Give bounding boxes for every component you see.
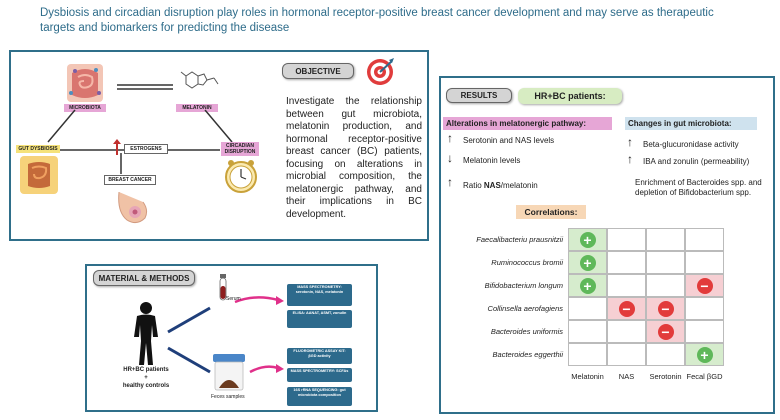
microbiota-image <box>66 63 104 103</box>
correlation-column-label: Melatonin <box>571 372 604 381</box>
serum-label: Serum <box>226 296 241 302</box>
gut-dysbiosis-label: GUT DYSBIOSIS <box>16 145 60 153</box>
correlation-cell <box>646 228 685 251</box>
correlation-cell <box>646 251 685 274</box>
microbiota-label: MICROBIOTA <box>64 104 106 112</box>
breast-cancer-label: BREAST CANCER <box>104 175 156 185</box>
correlation-row-label: Collinsella aerofagiens <box>487 304 563 313</box>
correlation-cell <box>607 251 646 274</box>
method-box-3: FLUOROMETRIC ASSAY KIT: βGD activity <box>287 348 352 364</box>
correlation-cell <box>646 274 685 297</box>
correlation-cell <box>607 343 646 366</box>
objective-text: Investigate the relationship between gut… <box>286 96 422 220</box>
correlation-cell <box>685 320 724 343</box>
correlation-cell <box>685 297 724 320</box>
correlation-cell <box>607 274 646 297</box>
melatonergic-item: Melatonin levels <box>463 156 521 165</box>
positive-correlation-icon: + <box>579 254 596 271</box>
positive-correlation-icon: + <box>579 231 596 248</box>
correlation-cell <box>685 228 724 251</box>
person-icon <box>126 301 166 366</box>
correlation-column-label: Fecal βGD <box>686 372 723 381</box>
positive-correlation-icon: + <box>696 346 713 363</box>
microbiota-item: IBA and zonulin (permeability) <box>643 157 750 166</box>
melatonin-label: MELATONIN <box>176 104 218 112</box>
clock-icon <box>222 157 260 195</box>
correlation-row-label: Bifidobacterium longum <box>484 281 563 290</box>
positive-correlation-icon: + <box>579 277 596 294</box>
correlation-cell <box>568 343 607 366</box>
patients-text: HR+BC patients <box>123 367 169 373</box>
correlations-title: Correlations: <box>516 205 586 219</box>
plus-sign: + <box>144 375 148 381</box>
negative-correlation-icon: − <box>657 323 674 340</box>
melatonergic-item: Ratio NAS/melatonin <box>463 181 538 190</box>
method-box-4: MASS SPECTROMETRY: SCFAs <box>287 368 352 382</box>
negative-correlation-icon: − <box>657 300 674 317</box>
estrogens-label: ESTROGENS <box>124 144 168 154</box>
down-arrow-icon: ↓ <box>447 151 453 165</box>
method-box-1: MASS SPECTROMETRY: serotonin, NAS, melat… <box>287 284 352 306</box>
enrichment-text: Enrichment of Bacteroides spp. and deple… <box>635 178 762 197</box>
correlation-column-label: NAS <box>618 372 635 381</box>
up-arrow-icon: ↑ <box>447 131 453 145</box>
participants-label: HR+BC patients + healthy controls <box>106 366 186 390</box>
negative-correlation-icon: − <box>696 277 713 294</box>
melatonin-molecule-icon <box>178 62 220 100</box>
results-subtitle: HR+BC patients: <box>518 88 622 104</box>
correlation-cell <box>685 251 724 274</box>
negative-correlation-icon: − <box>618 300 635 317</box>
correlation-cell <box>568 320 607 343</box>
up-arrow-icon: ↑ <box>447 175 453 189</box>
serum-tube-icon <box>218 274 228 302</box>
correlation-row-label: Faecalibacteriu prausnitzii <box>476 235 563 244</box>
correlation-cell <box>568 297 607 320</box>
ratio-nas: NAS <box>483 181 501 190</box>
correlation-cell <box>646 343 685 366</box>
correlation-row-label: Bacteroides uniformis <box>490 327 563 336</box>
method-box-5: 16S rRNA SEQUENCING: gut microbiota comp… <box>287 387 352 406</box>
up-arrow-icon: ↑ <box>627 152 633 166</box>
estrogen-up-arrow-icon <box>113 139 121 155</box>
correlation-cell <box>607 320 646 343</box>
melatonergic-item: Serotonin and NAS levels <box>463 136 555 145</box>
ratio-text: Ratio <box>463 181 484 190</box>
ratio-melatonin: /melatonin <box>500 181 538 190</box>
objective-tag: OBJECTIVE <box>282 63 354 79</box>
breast-cancer-image <box>113 188 153 228</box>
controls-text: healthy controls <box>122 383 170 389</box>
equals-icon <box>117 78 173 90</box>
methods-tag: MATERIAL & METHODS <box>93 270 195 286</box>
feces-label: Feces samples <box>211 394 245 400</box>
feces-container-icon <box>209 354 249 392</box>
gut-dysbiosis-image <box>20 156 58 194</box>
target-icon <box>365 57 395 87</box>
correlation-row-label: Bacteroides eggerthii <box>492 350 563 359</box>
up-arrow-icon: ↑ <box>627 135 633 149</box>
melatonergic-title: Alterations in melatonergic pathway: <box>443 117 612 130</box>
correlation-row-label: Ruminococcus bromii <box>491 258 563 267</box>
method-box-2: ELISA: AANAT, ASMT, zonulin <box>287 310 352 328</box>
correlation-cell <box>607 228 646 251</box>
microbiota-changes-title: Changes in gut microbiota: <box>625 117 757 130</box>
page-title: Dysbiosis and circadian disruption play … <box>40 7 714 34</box>
results-tag: RESULTS <box>446 88 512 103</box>
correlation-column-label: Serotonin <box>649 372 682 381</box>
methods-arrows <box>167 296 284 374</box>
microbiota-item: Beta-glucuronidase activity <box>643 140 739 149</box>
circadian-disruption-label: CIRCADIAN DISRUPTION <box>221 142 259 156</box>
